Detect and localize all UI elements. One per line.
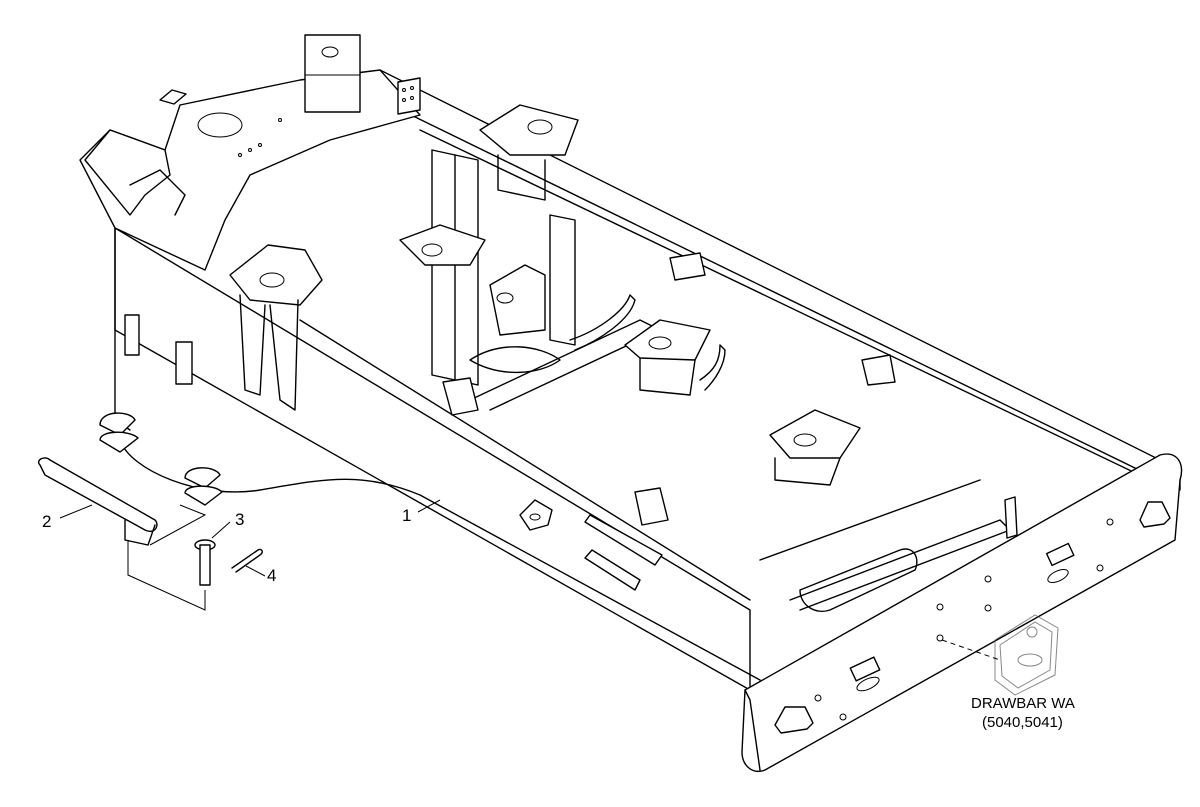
drawbar-reference-codes: (5040,5041)	[982, 714, 1063, 731]
drawbar-wa-ghost	[941, 614, 1059, 696]
front-mount-plate	[79, 34, 421, 271]
callout-1[interactable]: 1	[402, 506, 411, 525]
loose-parts	[38, 314, 663, 611]
callout-3[interactable]: 3	[235, 510, 244, 529]
uprights	[229, 104, 1018, 539]
rear-bumper	[741, 453, 1183, 772]
callout-leaders	[59, 499, 441, 577]
callout-4[interactable]: 4	[267, 566, 276, 585]
drawbar-reference-title[interactable]: DRAWBAR WA	[971, 695, 1075, 712]
callout-2[interactable]: 2	[42, 512, 51, 531]
